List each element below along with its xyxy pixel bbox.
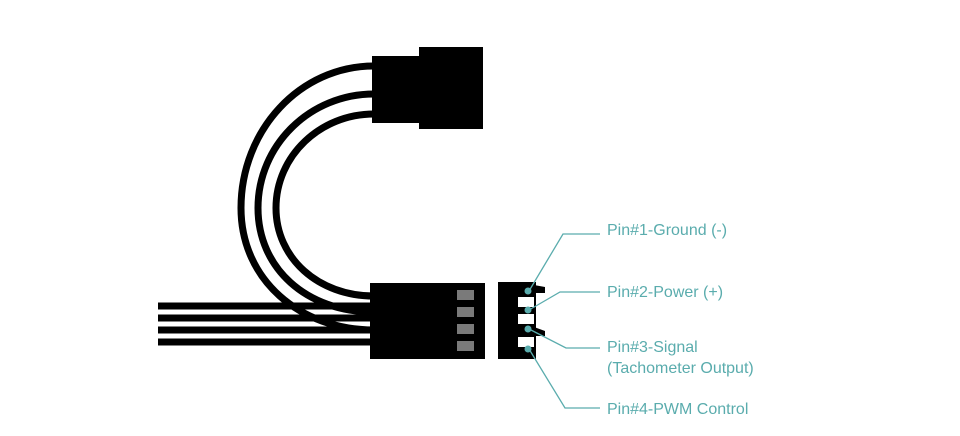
top-connector-head xyxy=(419,47,483,129)
pin-header xyxy=(498,282,545,359)
pin-markers xyxy=(524,287,532,353)
pin-slot-4 xyxy=(457,341,474,351)
pin1-label-text: Pin#1-Ground (-) xyxy=(607,222,728,239)
curved-wire-inner xyxy=(272,110,375,300)
pin2-label: Pin#2-Power (+) xyxy=(607,282,723,303)
pin-header-latch-top xyxy=(534,285,545,293)
pin1-label: Pin#1-Ground (-) xyxy=(607,220,727,241)
pin3-label: Pin#3-Signal (Tachometer Output) xyxy=(607,337,754,379)
pin-header-body xyxy=(498,282,516,359)
pin2-marker xyxy=(524,306,532,314)
pin4-marker xyxy=(524,345,532,353)
pin3-marker xyxy=(524,325,532,333)
top-connector-body xyxy=(372,56,424,123)
pin3-label-text: Pin#3-Signal xyxy=(607,339,698,356)
pin3-label-subtext: (Tachometer Output) xyxy=(607,360,754,377)
top-connector xyxy=(372,47,483,129)
pin4-label-text: Pin#4-PWM Control xyxy=(607,401,749,418)
curved-cable-bundle xyxy=(237,62,375,334)
straight-cable-bundle xyxy=(158,302,374,346)
pin4-label: Pin#4-PWM Control xyxy=(607,399,748,420)
curved-wire-middle xyxy=(254,90,375,316)
pin2-label-text: Pin#2-Power (+) xyxy=(607,284,724,301)
pin-header-latch-bottom xyxy=(534,327,545,336)
pin1-leader-line xyxy=(528,233,600,292)
pin2-leader-line xyxy=(528,291,600,311)
pin3-leader-line xyxy=(528,328,600,349)
pin-slot-1 xyxy=(457,290,474,300)
pin1-marker xyxy=(524,287,532,295)
pin-slot-2 xyxy=(457,307,474,317)
bottom-connector-housing xyxy=(370,283,485,359)
pin4-leader-line xyxy=(528,348,600,409)
pin-slot-3 xyxy=(457,324,474,334)
pin-leaders xyxy=(528,233,600,409)
